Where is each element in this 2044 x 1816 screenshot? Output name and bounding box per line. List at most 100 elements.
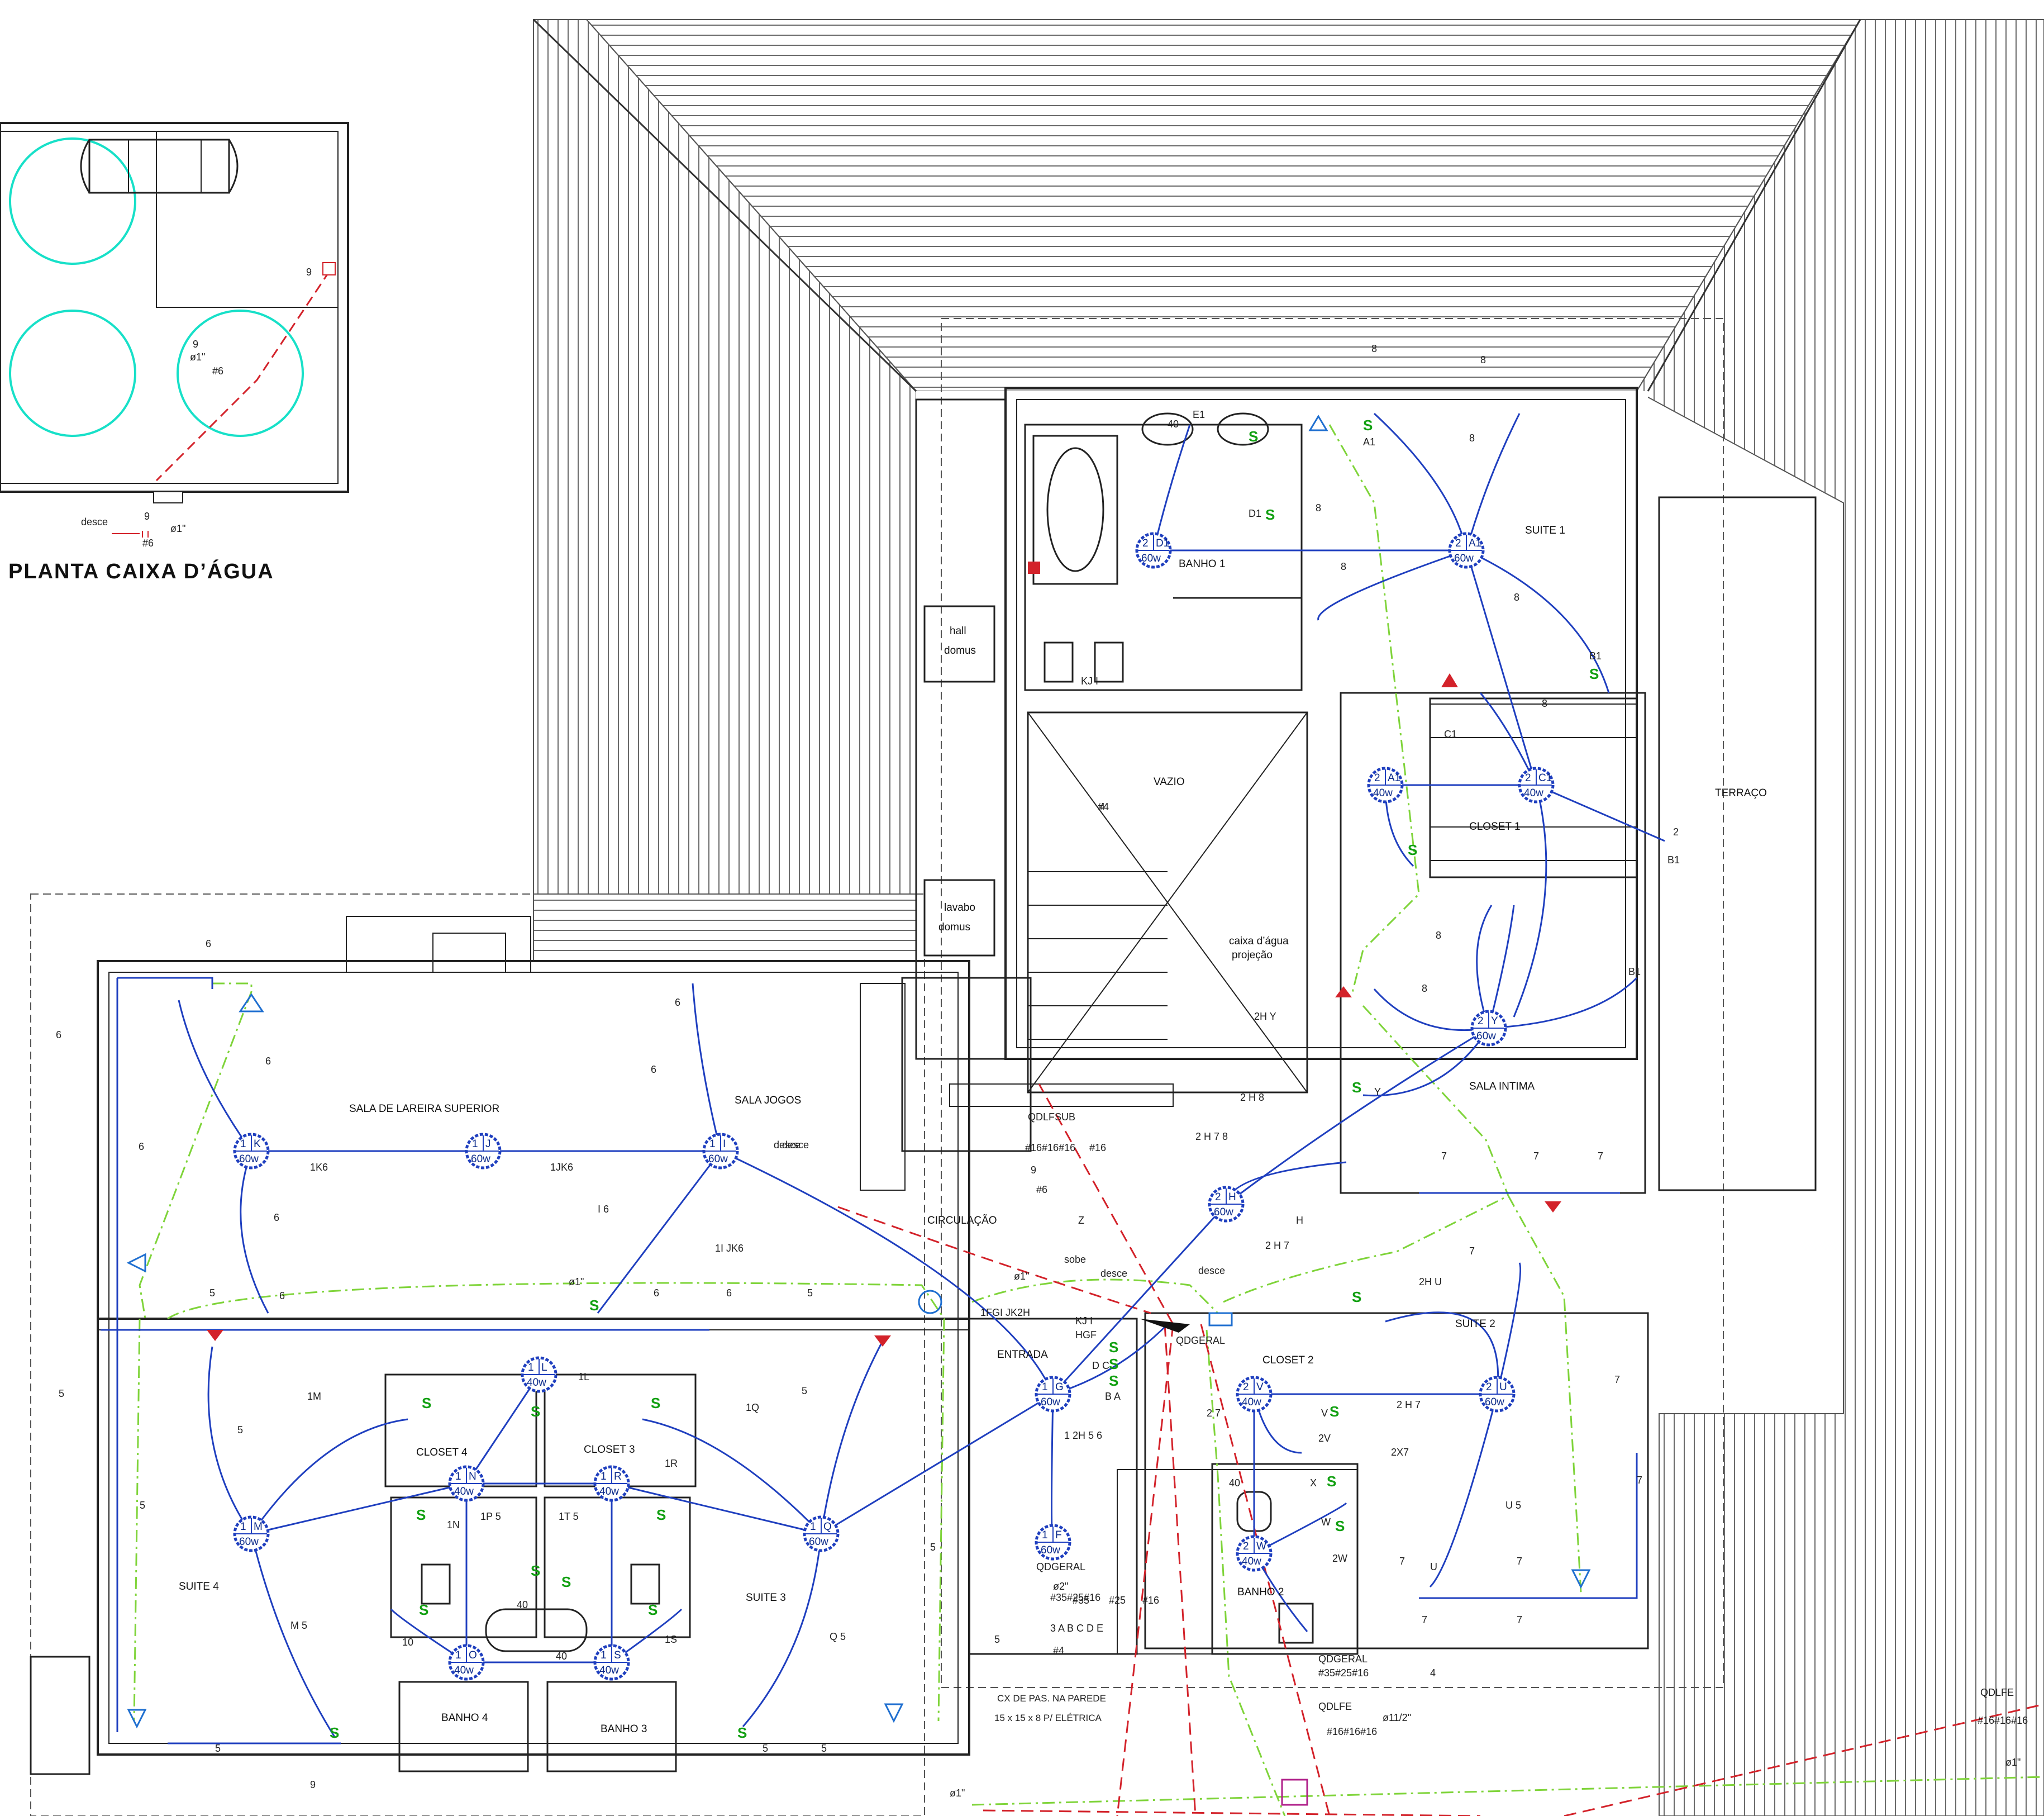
tag-n8-c: 8: [1469, 432, 1475, 444]
switch-a1[interactable]: S: [1363, 417, 1373, 434]
tag-n7-g: 7: [1399, 1556, 1405, 1567]
switch-t[interactable]: S: [561, 1573, 571, 1590]
lamp-1r-letter: R: [614, 1471, 622, 1482]
switch-entrada-3[interactable]: S: [1109, 1372, 1118, 1389]
tag-1jk6: 1JK6: [550, 1162, 573, 1173]
tag-n5-g: 5: [930, 1542, 936, 1553]
lamp-1g-power: 60w: [1041, 1396, 1060, 1408]
switch-q2[interactable]: S: [737, 1724, 747, 1741]
lamp-1g-num: 1: [1042, 1381, 1048, 1393]
switch-l[interactable]: S: [531, 1403, 540, 1420]
tag-n6-c: 6: [265, 1056, 271, 1067]
tag-u5: U 5: [1505, 1500, 1521, 1511]
tag-m5: M 5: [290, 1620, 307, 1631]
lamp-2h-letter: H: [1228, 1191, 1236, 1203]
tag-n9-a: 9: [310, 1779, 316, 1790]
switch-entrada-2[interactable]: S: [1109, 1356, 1118, 1372]
tag-2hu: 2H U: [1419, 1276, 1442, 1287]
lamp-1s-power: 40w: [599, 1665, 619, 1676]
tag-9: 9: [1031, 1164, 1036, 1176]
switch-o[interactable]: S: [419, 1601, 428, 1618]
tag-2h8: 2 H 8: [1240, 1092, 1264, 1103]
lamp-2h-num: 2: [1215, 1191, 1221, 1203]
tag-n5-b: 5: [807, 1287, 813, 1299]
switch-w[interactable]: S: [1335, 1518, 1345, 1534]
lamp-2v-num: 2: [1243, 1381, 1249, 1393]
lamp-2w-letter: W: [1256, 1541, 1266, 1552]
tag-n4-b: 4: [1099, 801, 1105, 812]
tag-conduit-112: ø11/2": [1383, 1712, 1411, 1723]
tag-desce-left: desce: [774, 1139, 801, 1151]
tag-n5-e: 5: [802, 1385, 807, 1396]
switch-i[interactable]: S: [589, 1297, 599, 1314]
tag-wire-35: #35: [1073, 1595, 1089, 1606]
tag-n6-e: 6: [675, 997, 680, 1008]
room-closet2: CLOSET 2: [1262, 1354, 1314, 1366]
lamp-2y-power: 60w: [1476, 1030, 1496, 1042]
lamp-1l-num: 1: [528, 1362, 534, 1373]
tank-desce-wire: #6: [142, 538, 154, 549]
outlet-filled-4: [874, 1335, 891, 1347]
tag-12h56: 1 2H 5 6: [1064, 1430, 1102, 1441]
tag-2h7: 2 H 7: [1265, 1240, 1289, 1251]
lamp-1q-power: 60w: [809, 1536, 828, 1548]
tag-v: V: [1321, 1408, 1328, 1419]
switch-q[interactable]: S: [651, 1395, 660, 1411]
tag-n5-i: 5: [215, 1743, 221, 1754]
tag-vkj: KJ I: [1081, 676, 1098, 687]
tag-qdgeral-2: QDGERAL: [1036, 1561, 1085, 1572]
tag-n6-g: 6: [139, 1141, 144, 1152]
junction-box: [1281, 1779, 1308, 1806]
qd-arrow: [1140, 1319, 1190, 1333]
switch-closet1[interactable]: S: [1408, 842, 1417, 858]
lamp-1k-num: 1: [240, 1138, 246, 1150]
tag-1l: 1L: [578, 1371, 589, 1382]
outlet-triangle-1: [1308, 415, 1328, 431]
room-terraco: TERRAÇO: [1715, 787, 1767, 799]
tag-n6-b: 6: [56, 1029, 61, 1040]
switch-m[interactable]: S: [422, 1395, 431, 1411]
tag-1fgi: 1FGI JK2H: [980, 1307, 1030, 1318]
tag-hgf: HGF: [1075, 1329, 1097, 1340]
switch-v[interactable]: S: [1330, 1403, 1339, 1420]
walls: [30, 387, 1817, 1775]
tag-n8-i: 8: [1422, 983, 1427, 994]
tag-n8-f: 8: [1514, 592, 1519, 603]
room-sala-jogos: SALA JOGOS: [735, 1095, 801, 1106]
switch-p[interactable]: S: [531, 1562, 540, 1579]
tag-n8-b: 8: [1480, 354, 1486, 365]
switch-b1[interactable]: S: [1589, 665, 1599, 682]
outlet-filled-1: [1441, 673, 1458, 687]
switch-x[interactable]: S: [1327, 1473, 1336, 1490]
tag-n7-c: 7: [1598, 1151, 1603, 1162]
tag-n8-e: 8: [1341, 561, 1346, 572]
room-vazio: VAZIO: [1154, 776, 1185, 788]
tag-27: 2 7: [1207, 1408, 1221, 1419]
switch-m2[interactable]: S: [330, 1724, 339, 1741]
tank-conduit: ø1": [190, 351, 205, 363]
switch-e1[interactable]: S: [1249, 428, 1258, 445]
switch-entrada-1[interactable]: S: [1109, 1339, 1118, 1356]
tag-40-b4: 40: [517, 1599, 528, 1610]
switch-s[interactable]: S: [648, 1601, 657, 1618]
tag-n7-h: 7: [1517, 1556, 1522, 1567]
roof-hatching: [532, 18, 2044, 1816]
switch-n[interactable]: S: [416, 1506, 426, 1523]
switch-u[interactable]: S: [1352, 1289, 1361, 1305]
tag-q5: Q 5: [830, 1631, 846, 1642]
switch-y[interactable]: S: [1352, 1079, 1361, 1096]
tag-n5-c: 5: [59, 1388, 64, 1399]
tag-y: Y: [1374, 1086, 1381, 1097]
outlet-triangle-5: [884, 1703, 904, 1723]
outlet-filled-5: [1545, 1201, 1561, 1213]
room-suite1: SUITE 1: [1525, 525, 1565, 536]
lamp-2y-letter: Y: [1491, 1015, 1498, 1027]
tag-n6-i: 6: [654, 1287, 659, 1299]
switch-d1[interactable]: S: [1265, 506, 1275, 523]
switch-r[interactable]: S: [656, 1506, 666, 1523]
